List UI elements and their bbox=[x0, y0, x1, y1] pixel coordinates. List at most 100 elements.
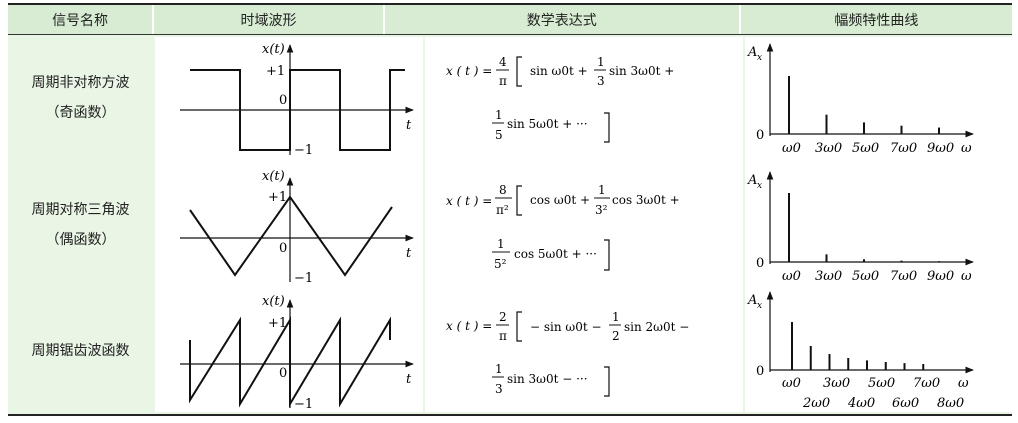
top-rule bbox=[8, 3, 1012, 5]
formula-lhs: x ( t ) = bbox=[446, 64, 492, 78]
spectrum-y-label: A bbox=[747, 293, 757, 308]
spectrum-tick-label: ω0 bbox=[782, 376, 801, 391]
wave-origin: 0 bbox=[279, 93, 287, 108]
coef-den: π bbox=[499, 74, 507, 88]
spectrum-tick-label: 6ω0 bbox=[892, 396, 919, 411]
spectrum-y-label: A bbox=[747, 173, 757, 188]
frac-num: 1 bbox=[598, 183, 606, 197]
spectrum-tick-label: 3ω0 bbox=[823, 376, 850, 391]
frac-den: 3 bbox=[597, 74, 605, 88]
wave-x-label: t bbox=[406, 246, 412, 261]
term-1: cos ω0t + bbox=[530, 193, 590, 207]
spectrum-y-label: A bbox=[747, 45, 757, 60]
spectrum-tick-label: 5ω0 bbox=[852, 269, 879, 284]
spectrum-tick-label: ω bbox=[961, 269, 972, 284]
spectrum-y-sub: x bbox=[757, 53, 762, 63]
term-3: cos 5ω0t + ··· bbox=[514, 247, 597, 261]
spectrum-tick-label: 7ω0 bbox=[890, 141, 917, 156]
wave-neg-level: −1 bbox=[294, 271, 313, 286]
header-time-waveform: 时域波形 bbox=[152, 5, 383, 34]
spectrum-tick-label: 5ω0 bbox=[852, 141, 879, 156]
spectrum-y-sub: x bbox=[757, 301, 762, 311]
frac2-den: 5² bbox=[494, 257, 507, 271]
term-2: cos 3ω0t + bbox=[612, 193, 680, 207]
signal-name: 周期对称三角波 bbox=[31, 201, 130, 218]
header-math-expression: 数学表达式 bbox=[382, 5, 739, 34]
bottom-rule bbox=[8, 414, 1012, 416]
frac2-den: 3 bbox=[495, 382, 503, 396]
term-3: sin 5ω0t + ··· bbox=[507, 117, 588, 131]
square-wave-plot bbox=[180, 44, 414, 155]
wave-y-label: x(t) bbox=[262, 169, 285, 184]
wave-neg-level: −1 bbox=[294, 397, 313, 412]
signal-parity: （奇函数） bbox=[45, 105, 116, 121]
coef-den: π bbox=[499, 329, 507, 343]
signal-name: 周期非对称方波 bbox=[31, 75, 130, 91]
coef-num: 4 bbox=[499, 55, 507, 69]
spectrum-tick-label: 3ω0 bbox=[815, 141, 842, 156]
signal-parity: （偶函数） bbox=[45, 231, 116, 248]
frac-den: 3² bbox=[595, 203, 608, 217]
formula-lhs: x ( t ) = bbox=[446, 319, 492, 333]
frac-den: 2 bbox=[612, 329, 620, 343]
formula-panel bbox=[425, 37, 743, 412]
signal-name: 周期锯齿波函数 bbox=[31, 343, 130, 359]
wave-x-label: t bbox=[406, 118, 412, 133]
signal-name-cell: 周期非对称方波 （奇函数） bbox=[8, 35, 153, 161]
spectrum-tick-label: ω0 bbox=[782, 141, 801, 156]
wave-pos-level: +1 bbox=[266, 64, 285, 79]
wave-x-label: t bbox=[406, 372, 412, 387]
spectrum-tick-label: ω bbox=[961, 141, 972, 156]
term-3: sin 3ω0t − ··· bbox=[507, 372, 588, 386]
spectrum-tick-label: 5ω0 bbox=[868, 376, 895, 391]
wave-origin: 0 bbox=[279, 366, 287, 381]
term-2: sin 2ω0t − bbox=[624, 320, 689, 334]
spectrum-origin: 0 bbox=[756, 364, 764, 379]
signal-name-cell: 周期对称三角波 （偶函数） bbox=[8, 161, 153, 288]
spectrum-tick-label: 8ω0 bbox=[937, 396, 964, 411]
spectrum-tick-label: 9ω0 bbox=[927, 141, 954, 156]
spectrum-origin: 0 bbox=[756, 256, 764, 271]
formula-lhs: x ( t ) = bbox=[446, 194, 492, 208]
header-amplitude-spectrum: 幅频特性曲线 bbox=[738, 5, 1012, 34]
signal-name-cell: 周期锯齿波函数 bbox=[8, 288, 153, 414]
wave-y-label: x(t) bbox=[262, 42, 285, 57]
spectrum-tick-label: 7ω0 bbox=[890, 269, 917, 284]
frac-num: 1 bbox=[612, 310, 620, 324]
frac2-num: 1 bbox=[495, 108, 503, 122]
wave-pos-level: +1 bbox=[268, 190, 287, 205]
frac2-num: 1 bbox=[495, 362, 503, 376]
coef-num: 2 bbox=[499, 310, 507, 324]
term-1: sin ω0t + bbox=[530, 64, 588, 78]
square-wave-curve bbox=[190, 69, 405, 151]
frac2-den: 5 bbox=[495, 128, 503, 142]
table-row: 周期锯齿波函数 bbox=[8, 288, 1012, 414]
spectrum-tick-label: 4ω0 bbox=[847, 396, 875, 411]
spectrum-tick-label: 7ω0 bbox=[913, 376, 940, 391]
wave-origin: 0 bbox=[279, 241, 287, 256]
formula-square: x ( t ) = 4 π sin ω0t + 1 3 sin 3ω0t + 1… bbox=[446, 55, 674, 143]
term-2: sin 3ω0t + bbox=[609, 64, 674, 78]
wave-y-label: x(t) bbox=[262, 294, 285, 309]
coef-den: π² bbox=[496, 203, 509, 217]
table-row: 周期非对称方波 （奇函数） bbox=[8, 35, 1012, 161]
frac-num: 1 bbox=[597, 55, 605, 69]
triangle-wave-plot bbox=[180, 177, 414, 282]
spectrum-origin: 0 bbox=[756, 128, 764, 143]
term-1: − sin ω0t − bbox=[530, 320, 602, 334]
spectrum-tick-label: 3ω0 bbox=[815, 269, 842, 284]
triangle-wave-curve bbox=[189, 195, 393, 277]
sawtooth-curve bbox=[189, 316, 391, 408]
header-signal-name: 信号名称 bbox=[52, 12, 109, 29]
coef-num: 8 bbox=[499, 183, 507, 197]
formula-triangle: x ( t ) = 8 π² cos ω0t + 1 3² cos 3ω0t +… bbox=[446, 183, 680, 271]
spectrum-tick-label: 9ω0 bbox=[927, 269, 954, 284]
spectrum-tick-label: ω0 bbox=[782, 269, 801, 284]
table-header: 信号名称 时域波形 数学表达式 幅频特性曲线 bbox=[8, 5, 1012, 35]
wave-pos-level: +1 bbox=[268, 316, 287, 331]
spectrum-tick-label: 2ω0 bbox=[802, 396, 830, 411]
table-row: 周期对称三角波 （偶函数） bbox=[8, 161, 1012, 288]
frac2-num: 1 bbox=[497, 237, 505, 251]
